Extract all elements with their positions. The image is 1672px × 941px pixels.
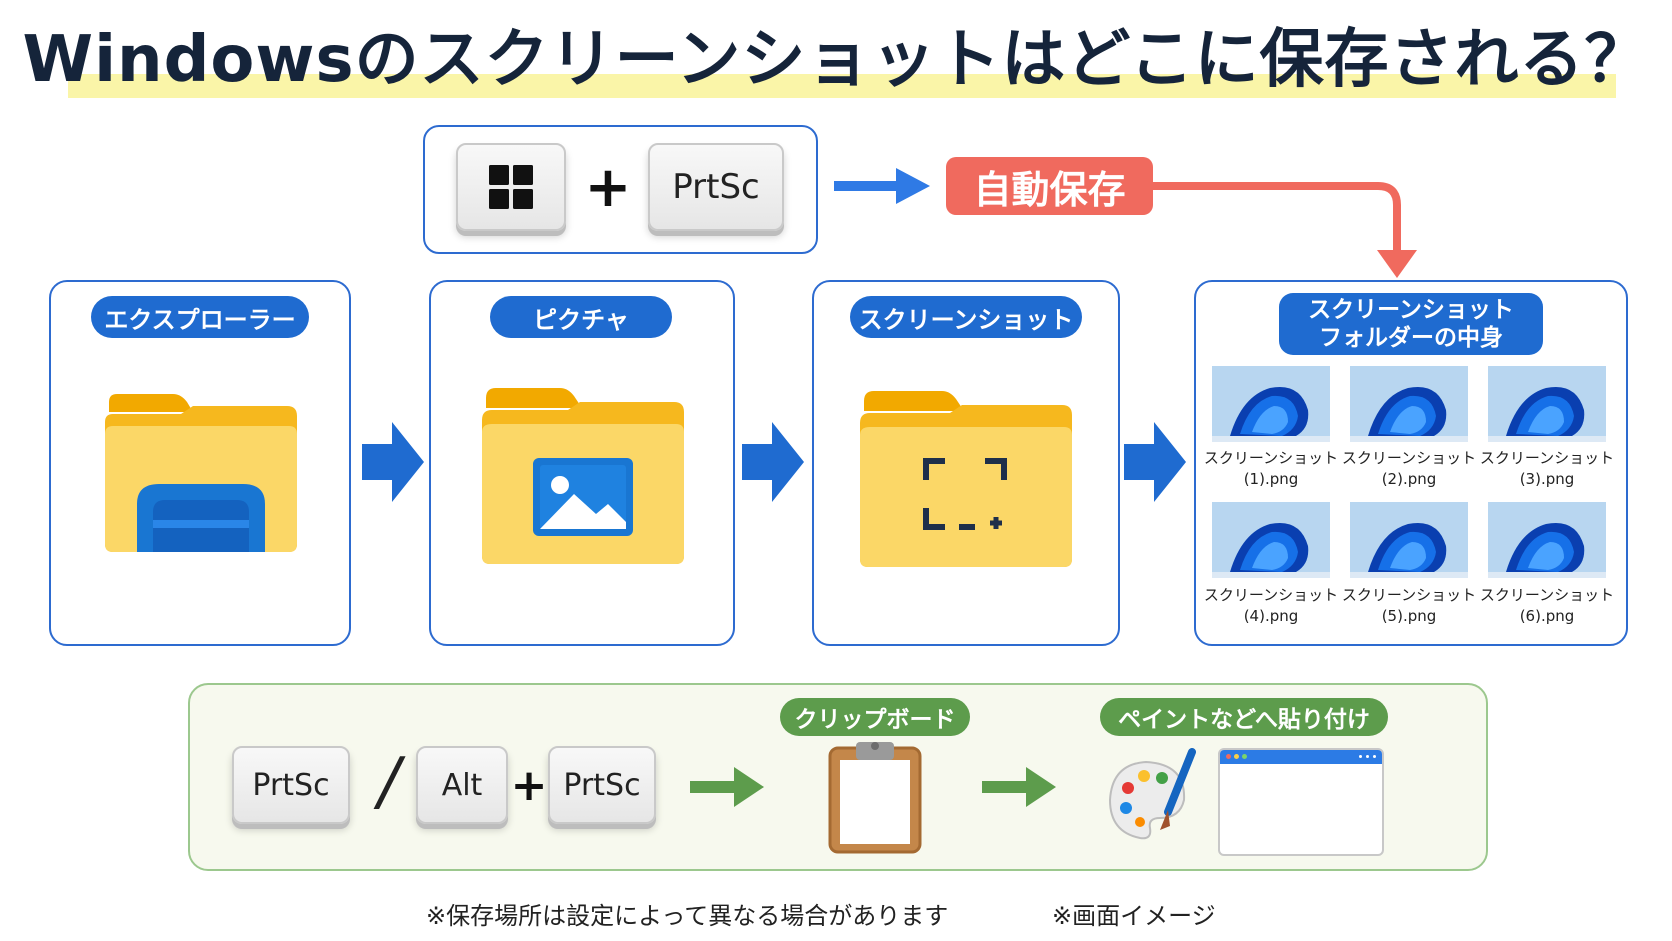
thumbnail-caption: スクリーンショット (4).png [1203,586,1339,625]
note-location: ※保存場所は設定によって異なる場合があります [426,902,949,930]
note-image: ※画面イメージ [1052,902,1216,930]
screenshot-thumbnail[interactable] [1488,502,1606,578]
screenshot-thumbnail[interactable] [1488,366,1606,442]
arrow-right-icon [690,767,764,807]
file-explorer-icon [105,394,297,552]
wallpaper-image-icon [1350,366,1468,442]
arrow-right-icon [742,422,804,502]
auto-save-badge: 自動保存 [946,157,1153,215]
app-window-mockup [1218,748,1384,856]
step-label-screenshots: スクリーンショット [850,296,1082,338]
pictures-folder-icon [482,388,684,564]
arrow-right-icon [362,422,424,502]
window-dot-icon [1242,754,1247,759]
windows-key [456,143,566,231]
window-control-icon [1366,755,1369,758]
screenshot-thumbnail[interactable] [1212,502,1330,578]
paste-label: ペイントなどへ貼り付け [1100,698,1388,736]
step-label-pictures: ピクチャ [490,296,672,338]
page-title: Windowsのスクリーンショットはどこに保存される？ [22,23,1650,97]
clipboard-icon [828,742,922,854]
paint-palette-icon [1108,748,1196,840]
step-label-explorer: エクスプローラー [91,296,309,338]
screenshot-folder-icon [860,391,1072,567]
screenshot-thumbnail[interactable] [1212,366,1330,442]
slash-separator: / [378,745,400,819]
window-control-icon [1359,755,1362,758]
folder-contents-panel [1194,280,1628,646]
arrow-right-icon [1124,422,1186,502]
plus-sign: + [510,760,548,811]
thumbnail-caption: スクリーンショット (5).png [1341,586,1477,625]
wallpaper-image-icon [1488,366,1606,442]
wallpaper-image-icon [1212,366,1330,442]
wallpaper-image-icon [1488,502,1606,578]
thumbnail-caption: スクリーンショット (1).png [1203,449,1339,488]
prtsc-key: PrtSc [648,143,784,231]
thumbnail-caption: スクリーンショット (3).png [1479,449,1615,488]
alt-key: Alt [416,746,508,824]
title-highlight [68,74,1616,98]
wallpaper-image-icon [1350,502,1468,578]
window-control-icon [1373,755,1376,758]
window-dot-icon [1234,754,1239,759]
plus-sign: + [584,155,632,220]
windows-logo-icon [489,165,533,209]
arrow-right-icon [982,767,1056,807]
arrow-right-icon [834,168,930,204]
thumbnail-caption: スクリーンショット (2).png [1341,449,1477,488]
prtsc-key: PrtSc [548,746,656,824]
screenshot-thumbnail[interactable] [1350,366,1468,442]
screenshot-thumbnail[interactable] [1350,502,1468,578]
prtsc-key: PrtSc [232,746,350,824]
folder-contents-label-line2: フォルダーの中身 [1319,325,1503,351]
clipboard-label: クリップボード [780,698,970,736]
folder-contents-label: スクリーンショット フォルダーの中身 [1279,293,1543,355]
folder-contents-label-line1: スクリーンショット [1308,297,1514,323]
wallpaper-image-icon [1212,502,1330,578]
window-dot-icon [1226,754,1231,759]
connector-arrow-icon [1152,182,1417,278]
window-title-bar [1220,750,1382,764]
thumbnail-caption: スクリーンショット (6).png [1479,586,1615,625]
